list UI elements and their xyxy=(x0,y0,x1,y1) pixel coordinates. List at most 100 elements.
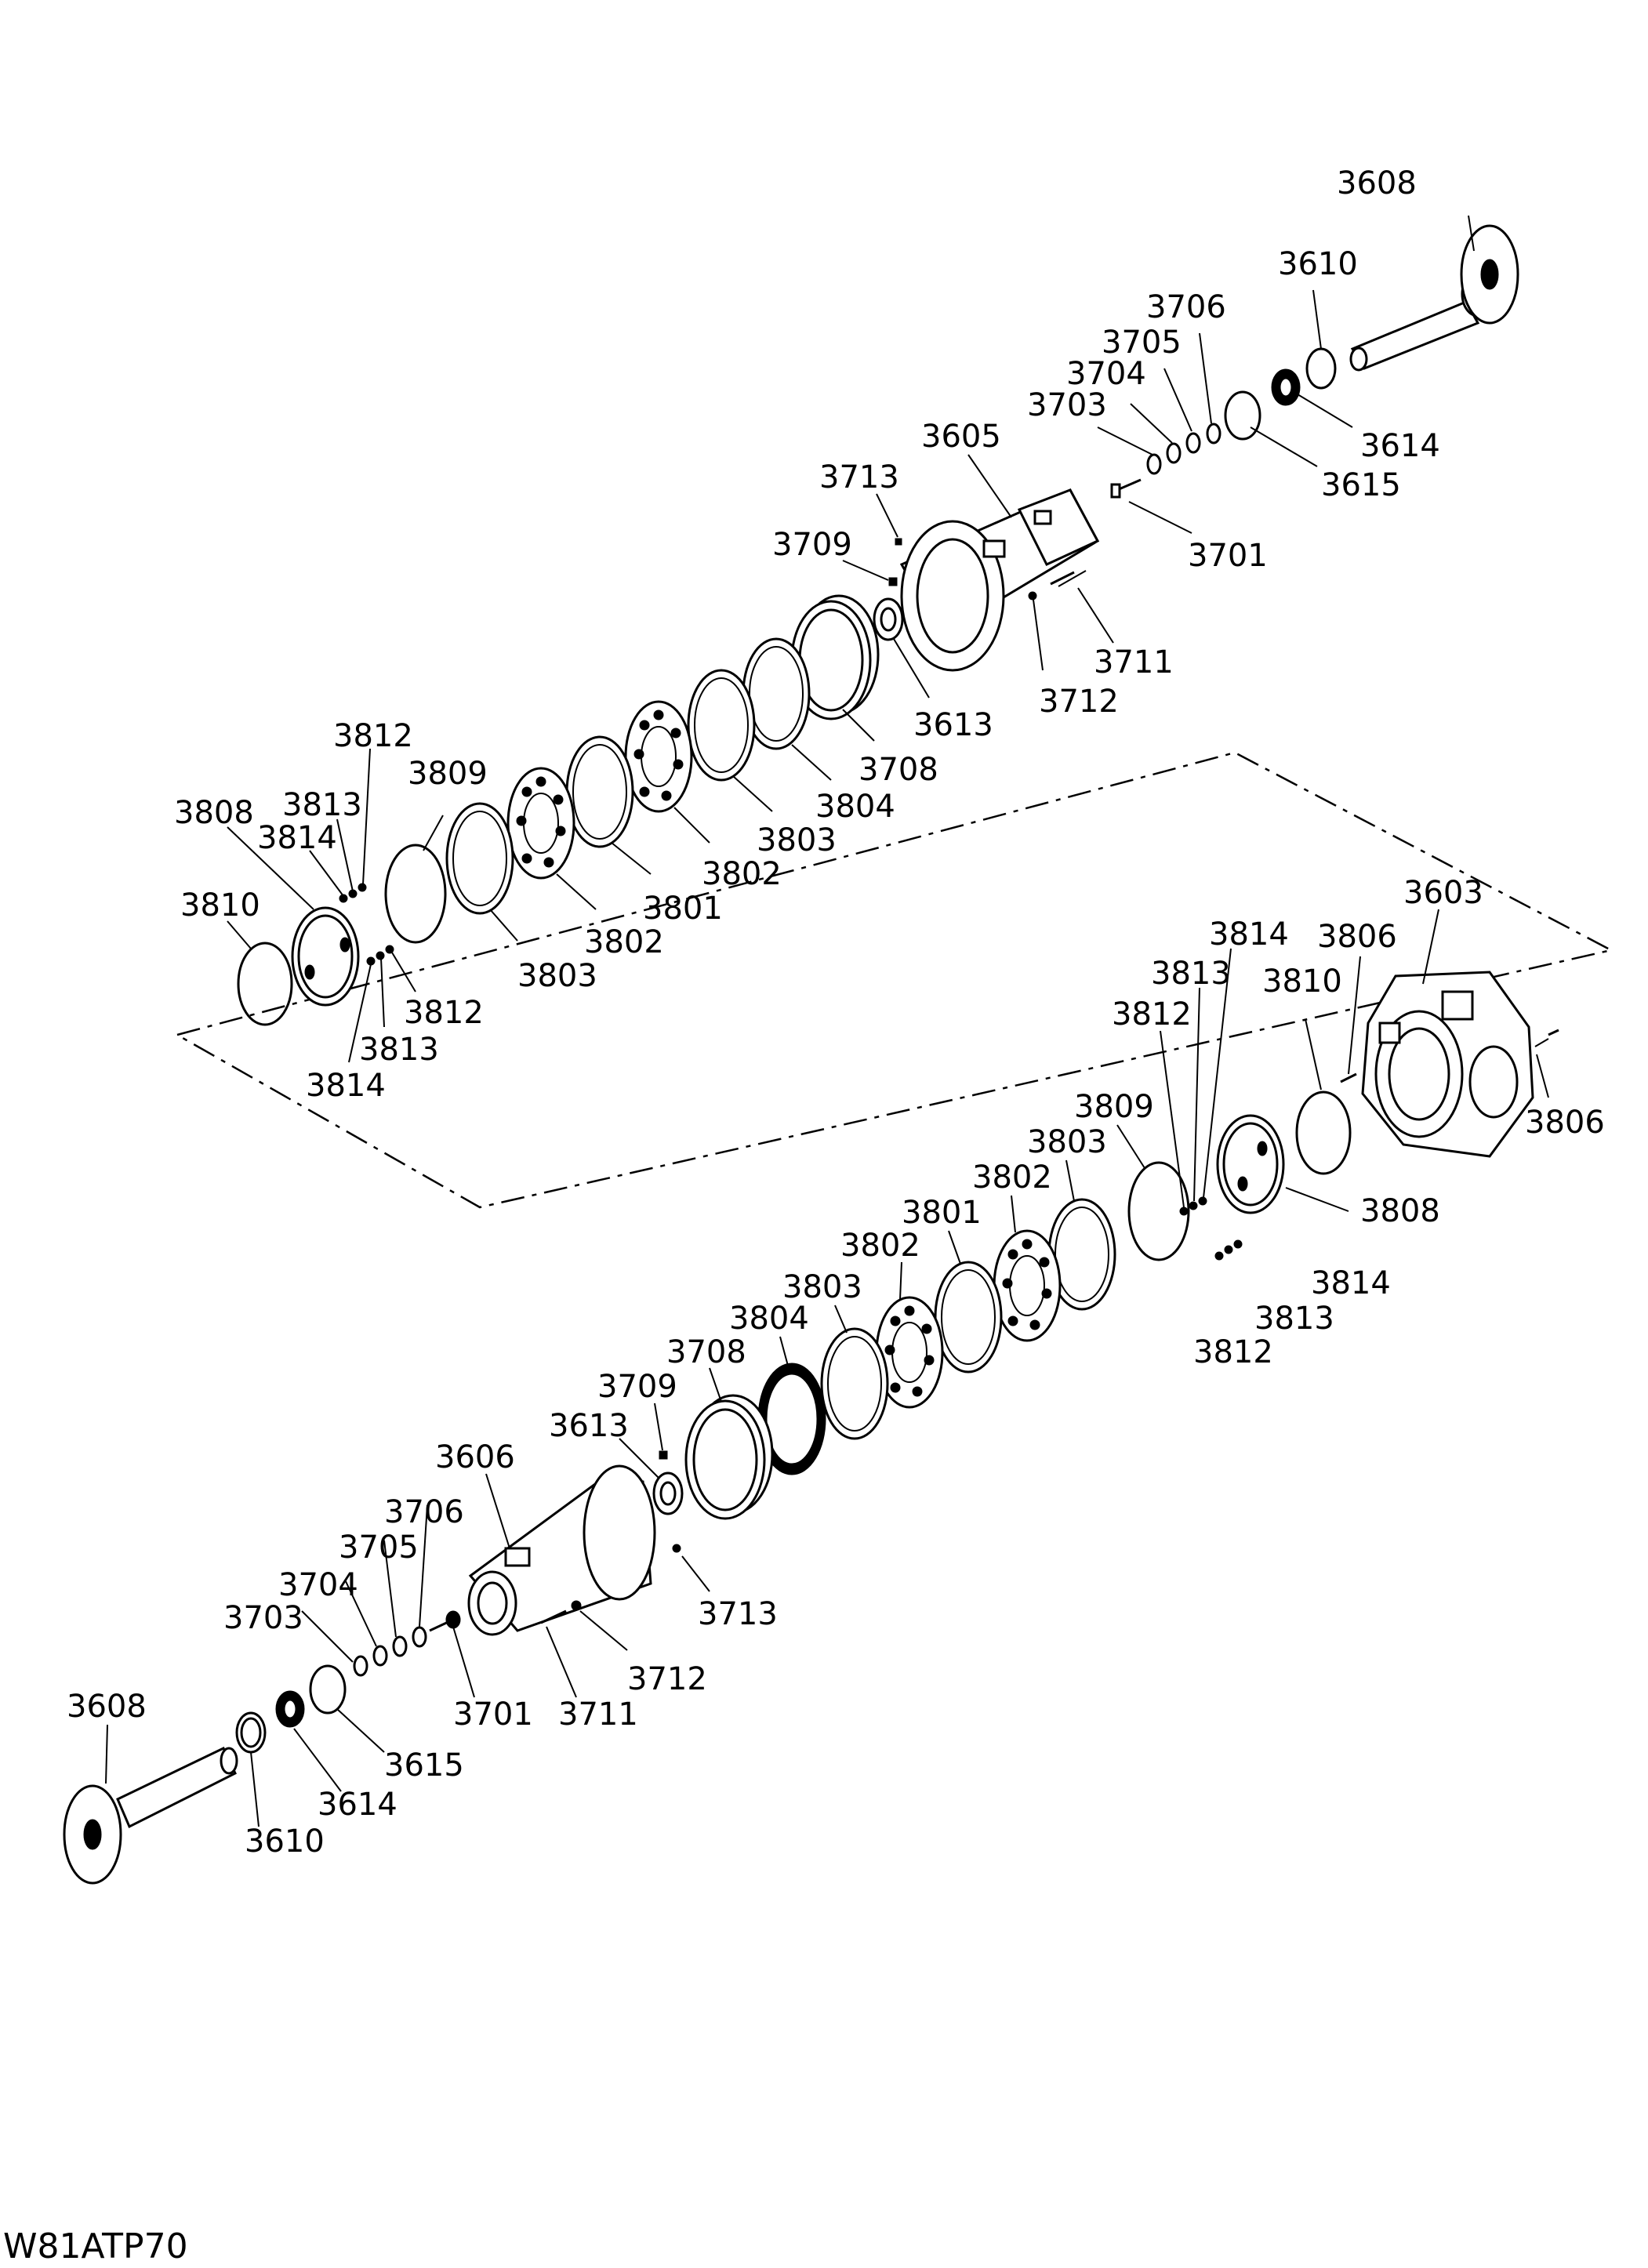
label-3813-upper-b: 3813 xyxy=(359,1032,439,1068)
label-3814-lower-a: 3814 xyxy=(1209,916,1289,953)
ring-gear-3708-upper xyxy=(790,594,880,720)
snap-ring-3810-upper xyxy=(237,942,293,1026)
disc-3802-lower-a xyxy=(993,1229,1062,1342)
seal-3610-upper xyxy=(1305,347,1337,390)
pin-3711-lower xyxy=(540,1609,567,1624)
label-3703-upper: 3703 xyxy=(1027,387,1107,423)
disc-3801-upper xyxy=(565,735,634,848)
label-3802-upper-b: 3802 xyxy=(584,924,664,960)
label-3801-upper: 3801 xyxy=(643,891,723,927)
label-3713-lower: 3713 xyxy=(698,1596,778,1632)
label-3813-lower-b: 3813 xyxy=(1254,1301,1334,1337)
label-3812-upper-b: 3812 xyxy=(404,995,484,1031)
label-3701-upper: 3701 xyxy=(1188,538,1268,574)
axle-housing-3605 xyxy=(899,488,1100,672)
ring-3615-lower xyxy=(309,1664,347,1715)
label-3614-upper: 3614 xyxy=(1360,428,1440,464)
upper-assembly xyxy=(227,215,1519,1063)
disc-3801-lower xyxy=(934,1261,1003,1374)
disc-3803-lower-b xyxy=(820,1327,889,1440)
label-3806-lower-b: 3806 xyxy=(1525,1105,1605,1141)
plug-3712-upper xyxy=(1028,591,1037,601)
label-3803-lower-a: 3803 xyxy=(1027,1124,1107,1160)
label-3615-upper: 3615 xyxy=(1321,467,1401,503)
pin-3813-upper-a xyxy=(348,889,358,898)
label-3704-lower: 3704 xyxy=(278,1567,358,1603)
label-3803-upper-b: 3803 xyxy=(517,958,597,994)
label-3809-lower: 3809 xyxy=(1074,1089,1154,1125)
shim-3705-upper xyxy=(1185,432,1201,454)
bolt-3701-upper xyxy=(1110,478,1142,499)
spring-3812-upper-a xyxy=(358,883,367,892)
label-3709-upper: 3709 xyxy=(772,527,852,563)
label-3608-upper: 3608 xyxy=(1337,165,1417,201)
shim-3706-upper xyxy=(1206,423,1221,445)
pin-3709-lower xyxy=(659,1450,668,1460)
label-3801-lower: 3801 xyxy=(902,1195,982,1231)
label-3812-lower-b: 3812 xyxy=(1193,1334,1273,1370)
spring-3812-lower-a xyxy=(1179,1207,1189,1216)
label-3814-upper-a: 3814 xyxy=(257,820,337,856)
pin-3813-upper-b xyxy=(376,951,385,960)
ring-3615-upper xyxy=(1224,390,1261,441)
label-3802-lower-b: 3802 xyxy=(840,1228,920,1264)
ball-3814-lower-b xyxy=(1233,1239,1243,1249)
label-3615-lower: 3615 xyxy=(384,1747,464,1784)
shim-3704-lower xyxy=(372,1645,388,1667)
label-3605: 3605 xyxy=(921,419,1001,455)
label-3813-lower-a: 3813 xyxy=(1151,956,1231,992)
label-3703-lower: 3703 xyxy=(223,1600,303,1636)
label-3608-lower: 3608 xyxy=(67,1689,147,1725)
pin-3709-upper xyxy=(888,577,898,586)
label-3610-upper: 3610 xyxy=(1278,246,1358,282)
label-3812-upper-a: 3812 xyxy=(333,718,413,754)
label-3705-upper: 3705 xyxy=(1102,325,1182,361)
label-3706-lower: 3706 xyxy=(384,1494,464,1530)
label-3803-lower-b: 3803 xyxy=(782,1269,862,1305)
label-3711-lower: 3711 xyxy=(558,1696,638,1733)
snap-ring-3809-lower xyxy=(1127,1161,1190,1261)
spring-3812-lower-b xyxy=(1214,1251,1224,1261)
plug-3712-lower xyxy=(571,1600,582,1611)
disc-3803-upper-a xyxy=(687,669,756,782)
label-3814-upper-b: 3814 xyxy=(306,1068,386,1104)
pin-3713-upper xyxy=(895,538,902,546)
axle-housing-3606 xyxy=(467,1464,656,1636)
upper-part-labels: 3608 3610 3706 3705 3704 3703 3614 3615 … xyxy=(174,165,1440,1104)
label-3706-upper: 3706 xyxy=(1146,289,1226,325)
label-3705-lower: 3705 xyxy=(339,1530,419,1566)
label-3804-lower: 3804 xyxy=(729,1301,809,1337)
label-3808-lower: 3808 xyxy=(1360,1193,1440,1229)
disc-3802-upper-b xyxy=(506,767,575,880)
disc-3802-upper-a xyxy=(624,700,693,813)
shim-3705-lower xyxy=(392,1635,408,1657)
label-3810-lower: 3810 xyxy=(1262,963,1342,1000)
label-3802-upper-a: 3802 xyxy=(702,856,782,892)
label-3613-upper: 3613 xyxy=(913,707,993,743)
lower-part-labels: 3603 3806 3814 3813 3810 3812 3806 3809 … xyxy=(67,875,1605,1860)
pin-3711-upper xyxy=(1050,571,1075,586)
label-3810-upper: 3810 xyxy=(180,887,260,924)
ring-gear-3708-lower xyxy=(684,1394,774,1520)
ball-3814-upper-a xyxy=(339,894,348,903)
ball-3814-lower-a xyxy=(1198,1196,1207,1206)
label-3809-upper: 3809 xyxy=(408,756,488,792)
label-3613-lower: 3613 xyxy=(549,1408,629,1444)
label-3610-lower: 3610 xyxy=(245,1823,325,1860)
label-3814-lower-b: 3814 xyxy=(1311,1265,1391,1301)
label-3806-lower-a: 3806 xyxy=(1317,919,1397,955)
disc-3802-lower-b xyxy=(875,1296,944,1409)
snap-ring-3809-upper xyxy=(384,844,447,944)
shim-3703-upper xyxy=(1146,453,1162,475)
shim-3706-lower xyxy=(412,1626,427,1648)
label-3711-upper: 3711 xyxy=(1094,644,1174,680)
label-3606: 3606 xyxy=(435,1439,515,1475)
axle-shaft-3608-upper xyxy=(1349,224,1519,372)
label-3812-lower-a: 3812 xyxy=(1112,996,1192,1032)
label-3709-lower: 3709 xyxy=(597,1369,677,1405)
pin-3713-lower xyxy=(672,1544,681,1553)
disc-3803-upper-b xyxy=(445,802,514,915)
label-3614-lower: 3614 xyxy=(318,1787,397,1823)
label-3802-lower-a: 3802 xyxy=(972,1159,1052,1196)
